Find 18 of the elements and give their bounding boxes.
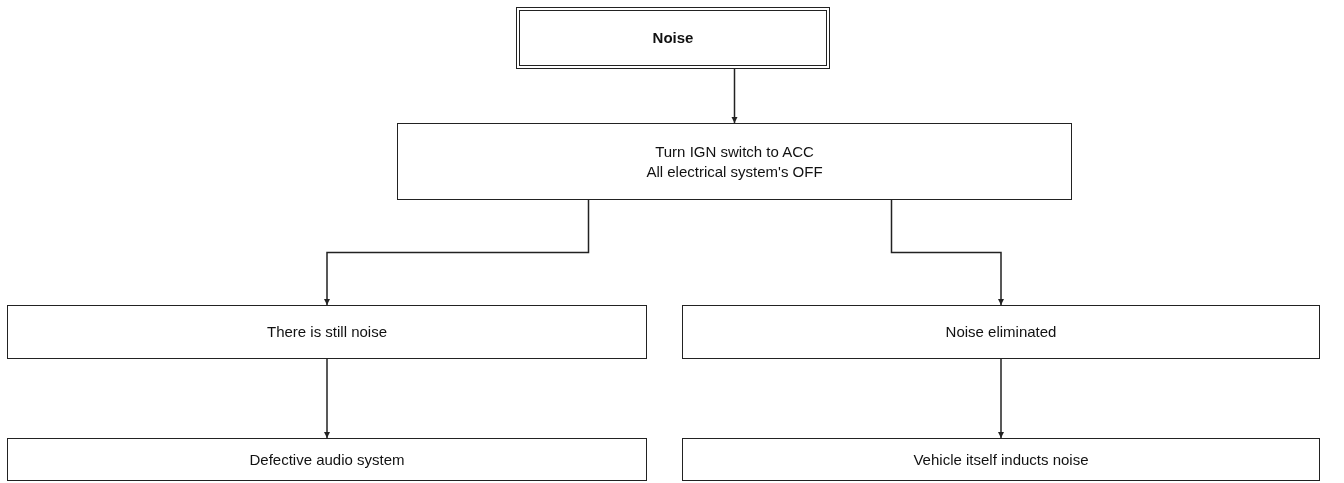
start-box	[516, 7, 830, 69]
node-text: All electrical system's OFF	[646, 161, 823, 182]
arrow	[998, 358, 1004, 439]
arrow	[731, 68, 738, 124]
node-text: Turn IGN switch to ACC	[655, 141, 814, 162]
node-text: There is still noise	[266, 322, 387, 342]
arrow	[324, 199, 590, 306]
node-text: Defective audio system	[249, 449, 405, 470]
process-box	[397, 123, 1072, 200]
arrow	[890, 199, 1004, 306]
node-text: Noise eliminated	[945, 322, 1057, 342]
process-box	[7, 438, 647, 481]
process-box	[682, 305, 1320, 359]
node-text: Vehicle itself inducts noise	[913, 449, 1089, 470]
process-box	[7, 305, 647, 359]
arrow	[324, 358, 330, 439]
node-text: Noise	[652, 28, 694, 48]
process-box	[682, 438, 1320, 481]
